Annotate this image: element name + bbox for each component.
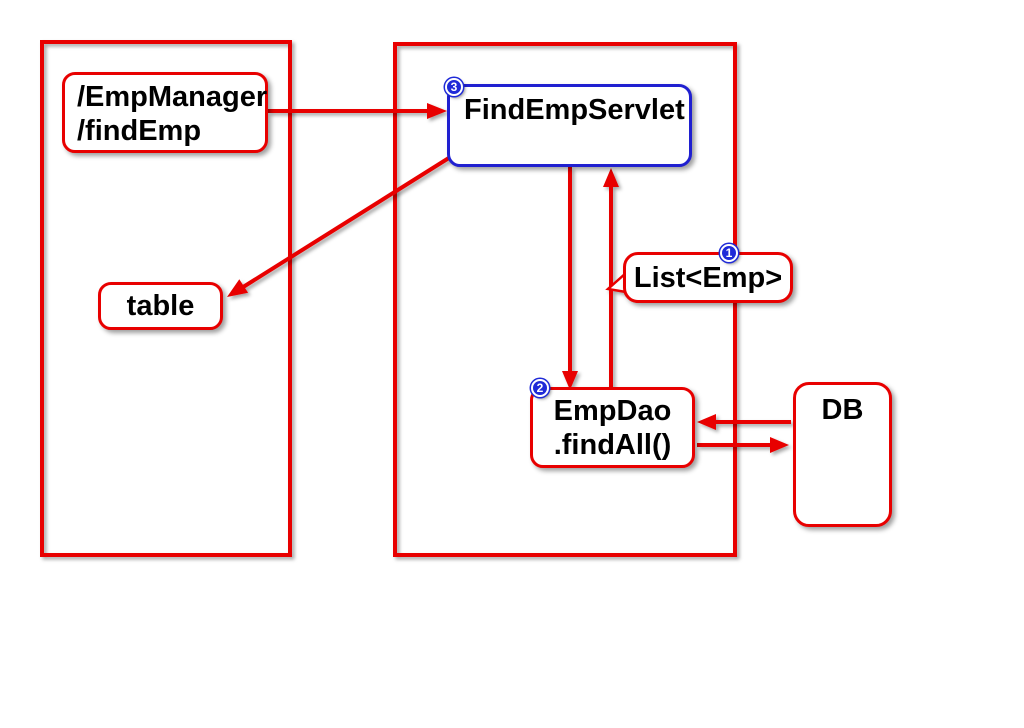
- list-emp-label: List<Emp>: [633, 261, 783, 294]
- node-empdao: EmpDao .findAll(): [530, 387, 695, 468]
- step-badge-3: 3: [445, 78, 463, 96]
- node-request-url: /EmpManager /findEmp: [62, 72, 268, 153]
- table-label: table: [126, 290, 195, 322]
- arrow-request-to-servlet: [268, 103, 447, 119]
- request-url-line1: /EmpManager: [77, 81, 268, 113]
- findempservlet-label: FindEmpServlet: [464, 94, 685, 126]
- empdao-line1: EmpDao: [553, 394, 672, 427]
- arrows-group: [227, 103, 791, 453]
- step-badge-1: 1: [720, 244, 738, 262]
- arrow-servlet-to-table: [227, 154, 454, 297]
- client-container-frame: [40, 40, 292, 557]
- request-url-line2: /findEmp: [77, 115, 202, 147]
- step-badge-2: 2: [531, 379, 549, 397]
- empdao-line2: .findAll(): [553, 428, 672, 461]
- node-list-emp: List<Emp>: [623, 252, 793, 303]
- node-db: DB: [793, 382, 892, 527]
- node-table: table: [98, 282, 223, 330]
- arrow-dao-to-db: [697, 437, 789, 453]
- arrow-dao-to-servlet: [603, 168, 619, 387]
- db-label: DB: [821, 394, 864, 426]
- node-findempservlet: FindEmpServlet: [447, 84, 692, 167]
- arrow-db-to-dao: [697, 414, 791, 430]
- arrow-servlet-to-dao: [562, 167, 578, 390]
